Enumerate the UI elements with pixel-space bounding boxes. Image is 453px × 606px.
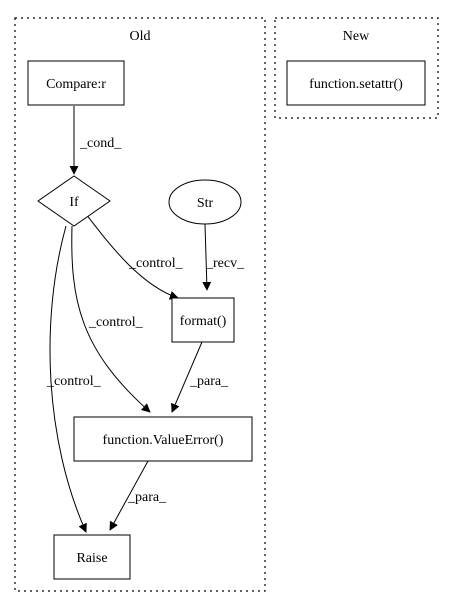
node-if[interactable]: If <box>37 175 111 227</box>
edges <box>49 106 212 533</box>
node-raise[interactable]: Raise <box>53 534 131 580</box>
edge-str-format <box>202 223 212 291</box>
cluster-old: Old <box>14 17 266 592</box>
node-format[interactable]: format() <box>171 297 235 343</box>
cluster-new: New <box>274 17 439 119</box>
edge-valueerror-raise <box>109 460 149 531</box>
edge-label-para-valueerror-raise: _para_ <box>127 490 167 505</box>
cluster-new-label: New <box>343 29 370 44</box>
edge-label-control-if-valueerror: _control_ <box>88 315 144 330</box>
node-format-label: format() <box>180 314 227 329</box>
edge-format-valueerror <box>171 341 203 413</box>
node-valueerror[interactable]: function.ValueError() <box>73 416 253 462</box>
node-compare[interactable]: Compare:r <box>27 60 125 106</box>
node-valueerror-label: function.ValueError() <box>103 433 224 448</box>
edge-label-cond: _cond_ <box>79 136 122 151</box>
node-setattr[interactable]: function.setattr() <box>286 60 426 106</box>
edge-if-format <box>85 213 179 300</box>
node-str-label: Str <box>197 196 214 211</box>
edge-label-control-if-raise: _control_ <box>46 374 102 389</box>
node-setattr-label: function.setattr() <box>309 77 403 92</box>
node-if-label: If <box>69 195 79 210</box>
edge-if-valueerror <box>71 225 151 413</box>
edge-label-control-if-format: _control_ <box>128 256 184 271</box>
edge-label-para-format-valueerror: _para_ <box>189 374 229 389</box>
node-compare-label: Compare:r <box>46 77 106 92</box>
node-str[interactable]: Str <box>168 179 242 225</box>
cluster-old-label: Old <box>130 29 151 44</box>
edge-label-recv: _recv_ <box>205 256 245 271</box>
edge-if-raise <box>49 225 87 533</box>
node-raise-label: Raise <box>76 551 107 566</box>
